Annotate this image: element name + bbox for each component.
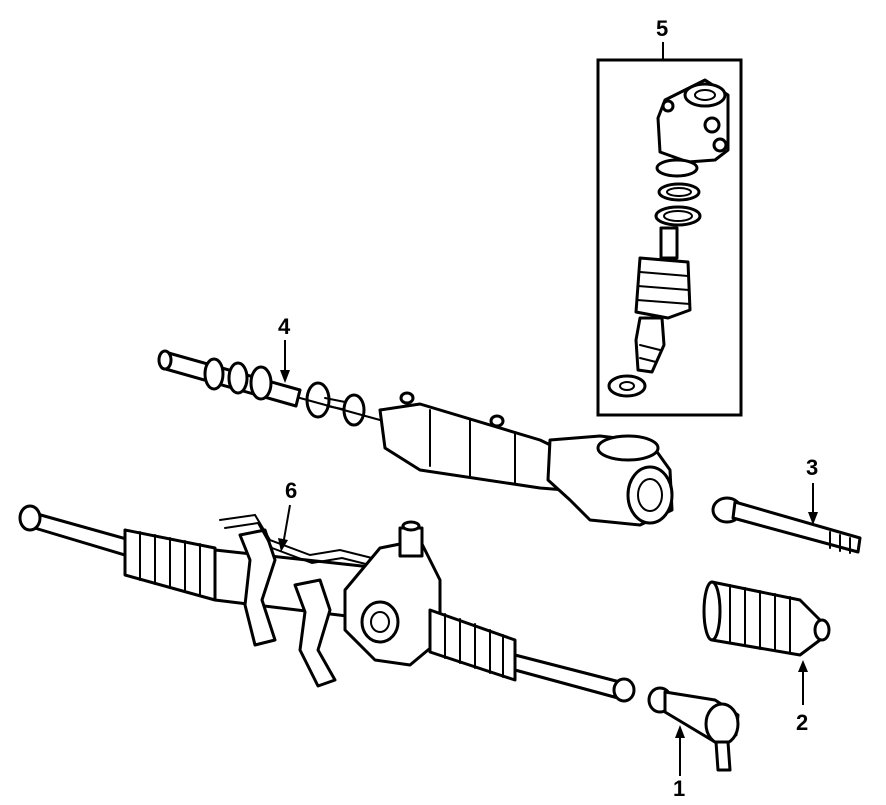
inset-box-part-5 [596, 58, 743, 417]
callout-label-3: 3 [806, 455, 818, 480]
callout-2: 2 [796, 660, 808, 735]
callout-label-4: 4 [278, 314, 291, 339]
outer-tie-rod-end [647, 686, 740, 772]
callout-5: 5 [656, 16, 668, 60]
valve-seals [654, 158, 702, 227]
upper-rack-housing [157, 349, 674, 527]
pinion-shaft [607, 226, 692, 398]
callout-4: 4 [278, 314, 291, 383]
callout-label-1: 1 [673, 776, 685, 801]
callout-1: 1 [673, 725, 685, 801]
callout-label-6: 6 [285, 478, 297, 503]
callout-3: 3 [806, 455, 818, 525]
inner-tie-rod [711, 496, 862, 554]
callout-label-5: 5 [656, 16, 668, 41]
valve-housing [656, 78, 730, 164]
complete-rack-assembly [18, 504, 636, 703]
callout-label-2: 2 [796, 710, 808, 735]
rack-boot [702, 580, 831, 657]
callout-6: 6 [278, 478, 297, 552]
